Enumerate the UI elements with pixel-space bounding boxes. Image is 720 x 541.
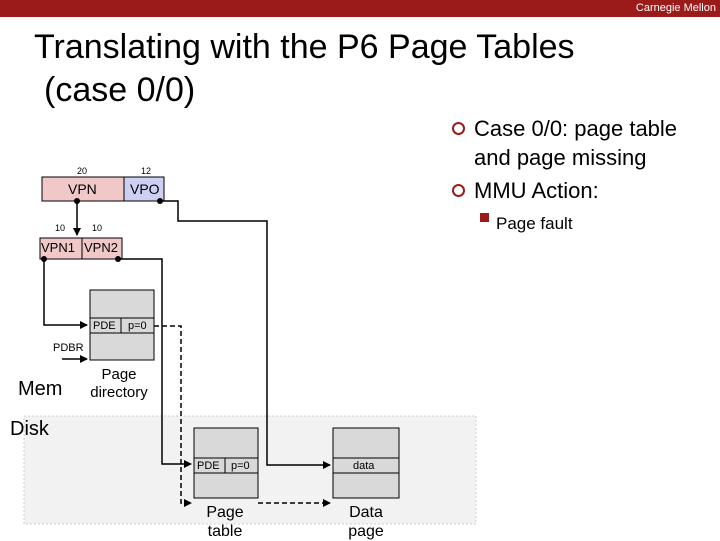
vpo-bits-label: 12: [141, 166, 152, 176]
bullet-case-text: Case 0/0: page table and page missing: [474, 116, 678, 170]
data-page-box: [332, 427, 400, 499]
subbullet-fault-text: Page fault: [496, 214, 573, 233]
vpo-offset-arrow: [160, 200, 331, 469]
brand-label: Carnegie Mellon: [635, 2, 716, 14]
pte-present-label: p=0: [231, 460, 250, 472]
pde-to-page-table-arrow: [154, 325, 192, 507]
vpo-label: VPO: [130, 181, 160, 197]
bullet-circle-icon: [452, 122, 465, 135]
vpn2-field: [81, 237, 123, 260]
pde-present-label: p=0: [128, 320, 147, 332]
vpn-label: VPN: [68, 181, 97, 197]
vpn2-index-arrow: [118, 258, 192, 468]
pdbr-label: PDBR: [53, 342, 84, 354]
pde-label: PDE: [93, 320, 116, 332]
bullet-circle-icon: [452, 184, 465, 197]
disk-label: Disk: [10, 418, 49, 440]
page-table-box: [193, 427, 259, 499]
data-label: data: [353, 460, 375, 472]
title-line-1: Translating with the P6 Page Tables: [34, 28, 575, 66]
page-table-label: Page table: [206, 504, 244, 540]
pte-label: PDE: [197, 460, 220, 472]
page-directory-box: [89, 289, 155, 361]
bullet-case: Case 0/0: page table and page missing: [452, 114, 712, 172]
mem-label: Mem: [18, 378, 63, 400]
bullet-action: MMU Action:: [452, 176, 712, 205]
title-line-2: (case 0/0): [44, 71, 196, 109]
slide-title: Translating with the P6 Page Tables (cas…: [34, 26, 575, 112]
subbullet-fault: Page fault: [480, 209, 712, 238]
data-page-label: Data page: [348, 504, 384, 540]
bullet-square-icon: [480, 213, 489, 222]
vpn1-index-arrow: [43, 259, 88, 329]
vpn2-label: VPN2: [84, 240, 118, 255]
bullet-action-text: MMU Action:: [474, 178, 599, 203]
vpn-bits-label: 20: [77, 166, 88, 176]
vpn-field: [41, 176, 125, 202]
vpn2-bits-label: 10: [92, 223, 103, 233]
vpo-field: [123, 176, 165, 202]
page-directory-label: Page directory: [90, 366, 148, 401]
vpn1-bits-label: 10: [55, 223, 66, 233]
bullet-list: Case 0/0: page table and page missing MM…: [452, 114, 712, 238]
header-bar: Carnegie Mellon: [0, 0, 720, 17]
vpn1-label: VPN1: [41, 240, 75, 255]
